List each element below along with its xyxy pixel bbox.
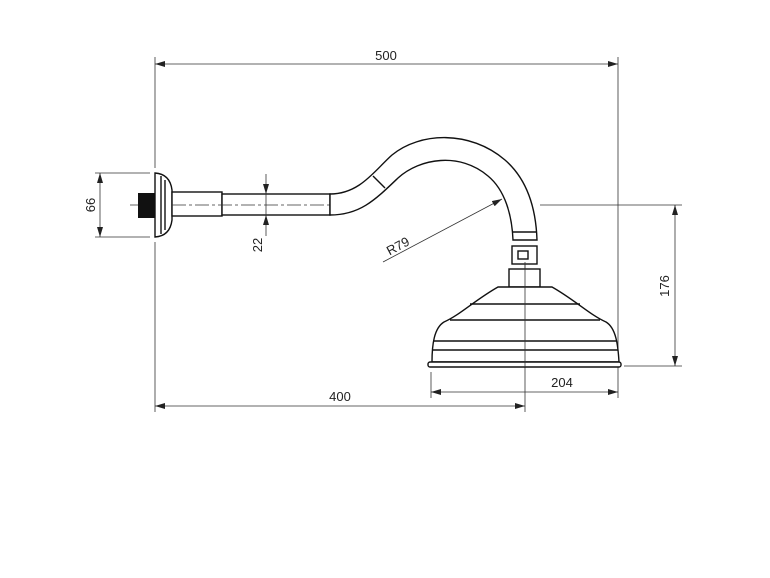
rose-rim: [427, 361, 622, 368]
wall-flange: [154, 172, 173, 238]
dimension-label-r79: R79: [384, 234, 412, 258]
dimension-176: 176: [657, 205, 678, 366]
dimension-400: 400: [155, 389, 525, 409]
dimension-label-66: 66: [83, 198, 98, 212]
shower-head: [427, 245, 622, 368]
dimension-22: 22: [250, 174, 269, 252]
dimension-500: 500: [155, 48, 618, 67]
rose-dome: [431, 286, 620, 363]
dimension-label-204: 204: [551, 375, 573, 390]
dimension-label-500: 500: [375, 48, 397, 63]
wall-nut: [138, 193, 156, 218]
dimension-r79: R79: [382, 198, 503, 263]
pipe-collar: [171, 191, 223, 217]
dimension-204: 204: [431, 375, 618, 395]
dimension-66: 66: [83, 173, 103, 237]
dimension-label-400: 400: [329, 389, 351, 404]
connector: [508, 268, 541, 288]
pipe-bend: [329, 136, 538, 241]
dimension-label-22: 22: [250, 238, 265, 252]
dimension-label-176: 176: [657, 275, 672, 297]
shower-arm: [138, 136, 538, 241]
pipe-straight: [221, 193, 331, 216]
